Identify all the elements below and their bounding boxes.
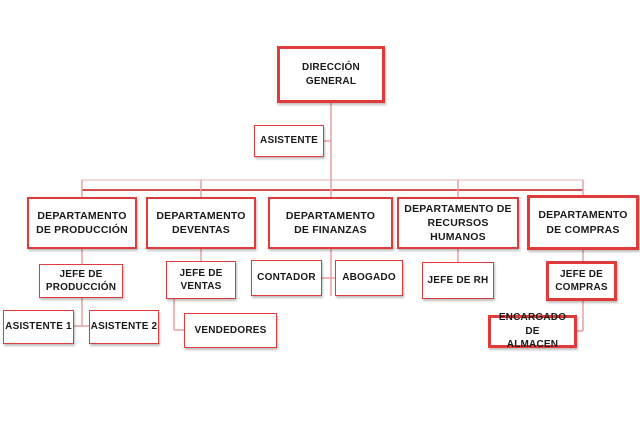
direccion-general-label: DIRECCIÓN GENERAL <box>302 62 360 87</box>
departamento-finanzas-label: DEPARTAMENTO DE FINANZAS <box>285 209 376 236</box>
departamento-rh-box: DEPARTAMENTO DE RECURSOS HUMANOS <box>397 197 519 249</box>
asistente-1-box: ASISTENTE 1 <box>3 310 74 344</box>
departamento-produccion-label: DEPARTAMENTO DE PRODUCCIÓN <box>36 209 128 236</box>
jefe-rh-label: JEFE DE RH <box>427 274 489 286</box>
asistente-1-label: ASISTENTE 1 <box>5 321 72 333</box>
jefe-compras-label: JEFE DE COMPRAS <box>555 268 608 294</box>
jefe-produccion-box: JEFE DE PRODUCCIÓN <box>39 264 123 298</box>
contador-label: CONTADOR <box>257 272 316 284</box>
jefe-rh-box: JEFE DE RH <box>422 262 494 299</box>
abogado-label: ABOGADO <box>342 272 396 284</box>
asistente-box: ASISTENTE <box>254 125 324 157</box>
departamento-compras-label: DEPARTAMENTO DE COMPRAS <box>538 209 628 236</box>
jefe-ventas-label: JEFE DE VENTAS <box>179 267 223 293</box>
departamento-ventas-label: DEPARTAMENTO DEVENTAS <box>156 209 246 236</box>
asistente-2-label: ASISTENTE 2 <box>90 321 158 333</box>
departamento-compras-box: DEPARTAMENTO DE COMPRAS <box>527 195 639 250</box>
jefe-ventas-box: JEFE DE VENTAS <box>166 261 236 299</box>
abogado-box: ABOGADO <box>335 260 403 296</box>
departamento-ventas-box: DEPARTAMENTO DEVENTAS <box>146 197 256 249</box>
encargado-almacen-label: ENCARGADO DE ALMACEN <box>498 312 567 351</box>
jefe-compras-box: JEFE DE COMPRAS <box>546 261 617 301</box>
asistente-label: ASISTENTE <box>260 135 318 147</box>
jefe-produccion-label: JEFE DE PRODUCCIÓN <box>45 268 117 294</box>
departamento-produccion-box: DEPARTAMENTO DE PRODUCCIÓN <box>27 197 137 249</box>
contador-box: CONTADOR <box>251 260 322 296</box>
direccion-general-box: DIRECCIÓN GENERAL <box>277 46 385 103</box>
departamento-rh-label: DEPARTAMENTO DE RECURSOS HUMANOS <box>404 202 512 244</box>
encargado-almacen-box: ENCARGADO DE ALMACEN <box>488 312 577 350</box>
vendedores-box: VENDEDORES <box>184 313 277 348</box>
asistente-2-box: ASISTENTE 2 <box>89 310 159 344</box>
departamento-finanzas-box: DEPARTAMENTO DE FINANZAS <box>268 197 393 249</box>
vendedores-label: VENDEDORES <box>194 324 267 336</box>
